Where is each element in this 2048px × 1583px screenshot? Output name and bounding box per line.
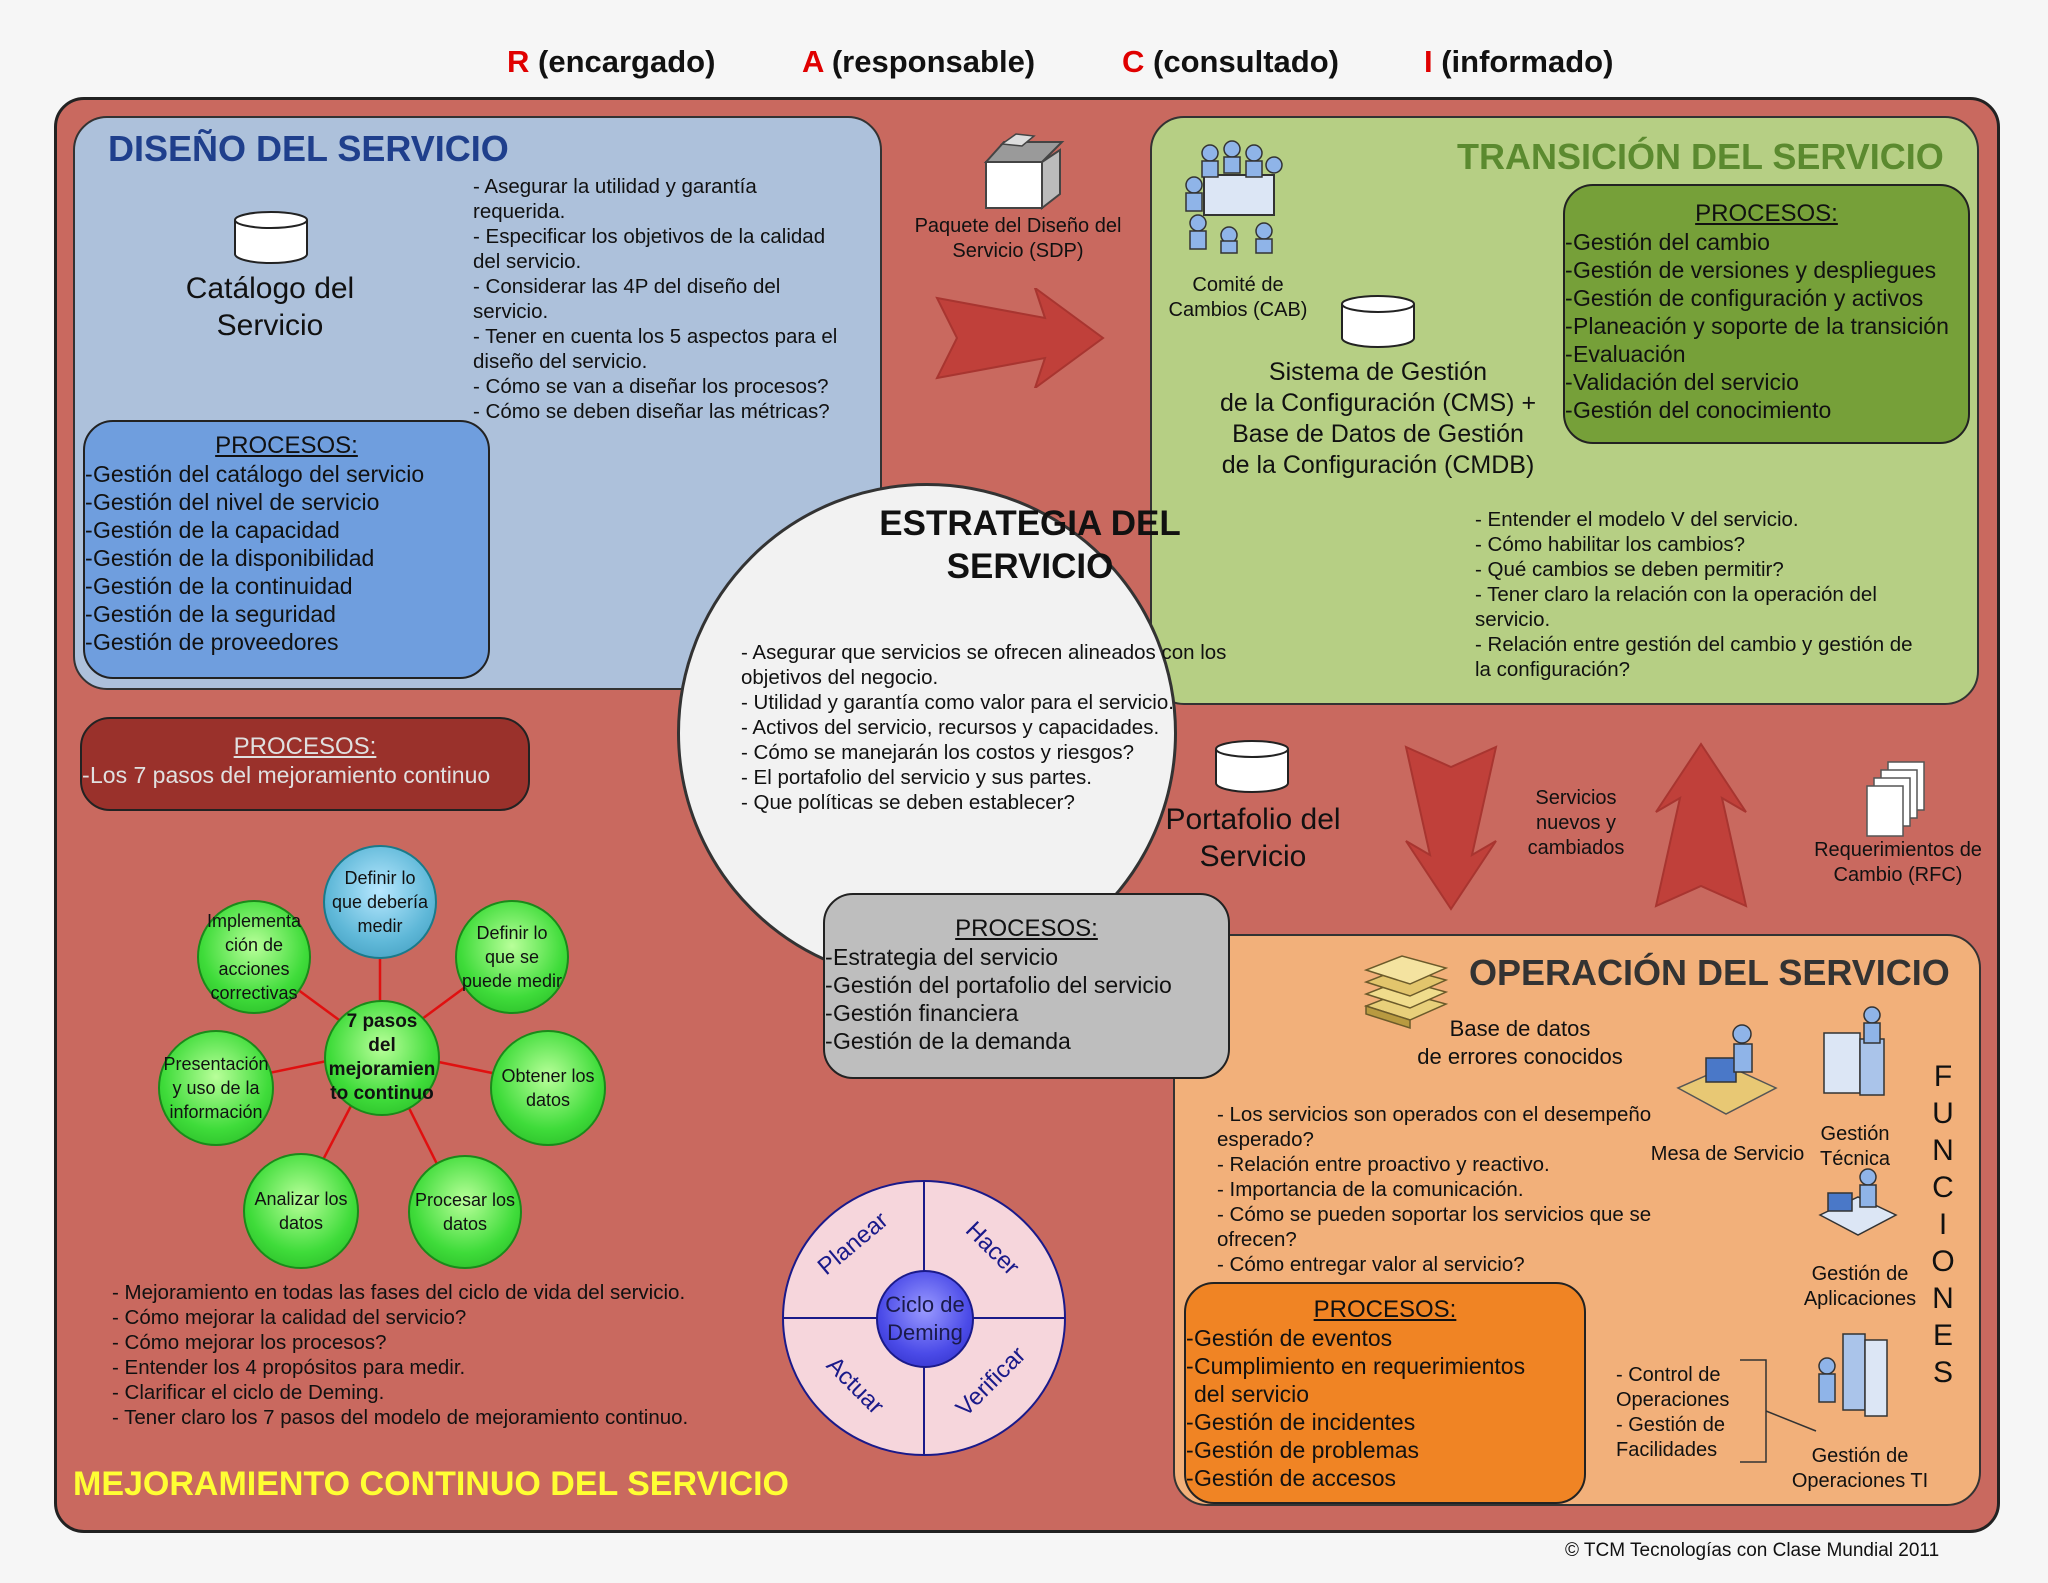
step-gather-data: Obtener los datos — [490, 1030, 606, 1146]
strategy-process-item: Gestión del portafolio del servicio — [825, 971, 1228, 999]
strategy-process-item: Estrategia del servicio — [825, 943, 1228, 971]
operation-processes-header: PROCESOS: — [1313, 1296, 1457, 1323]
service-desk-icon — [1676, 1024, 1778, 1115]
design-process-item: Gestión del catálogo del servicio — [85, 460, 488, 488]
transition-process-item: Gestión de configuración y activos — [1565, 284, 1968, 312]
improvement-title: MEJORAMIENTO CONTINUO DEL SERVICIO — [73, 1465, 789, 1503]
transition-process-item: Evaluación — [1565, 340, 1968, 368]
step-define-can-measure: Definir lo que se puede medir — [455, 900, 569, 1014]
design-process-item: Gestión del nivel de servicio — [85, 488, 488, 516]
application-management-label: Gestión de Aplicaciones — [1803, 1263, 1917, 1310]
design-process-item: Gestión de la seguridad — [85, 600, 488, 628]
transition-notes: - Entender el modelo V del servicio. - C… — [1475, 508, 1913, 681]
design-title: DISEÑO DEL SERVICIO — [108, 128, 509, 169]
design-notes: - Asegurar la utilidad y garantía requer… — [473, 175, 838, 423]
operations-management-label: Gestión de Operaciones TI — [1791, 1445, 1929, 1492]
strategy-title: ESTRATEGIA DEL SERVICIO — [879, 504, 1181, 586]
documents-icon — [1866, 761, 1925, 837]
design-process-item: Gestión de proveedores — [85, 628, 488, 656]
operation-process-item: Gestión de accesos — [1186, 1464, 1584, 1492]
service-desk-label: Mesa de Servicio — [1650, 1143, 1805, 1165]
operation-process-item: Gestión de incidentes — [1186, 1408, 1584, 1436]
operation-process-item: Gestión de eventos — [1186, 1324, 1584, 1352]
strategy-processes-box: PROCESOS: Estrategia del servicio Gestió… — [823, 893, 1230, 1079]
package-box-icon — [983, 133, 1065, 211]
step-implement-corrective-actions: Implementa ción de acciones correctivas — [197, 900, 311, 1014]
operation-notes: - Los servicios son operados con el dese… — [1217, 1103, 1652, 1276]
kedb-label: Base de datos de errores conocidos — [1417, 1016, 1623, 1069]
sdp-label: Paquete del Diseño del Servicio (SDP) — [914, 215, 1122, 262]
operation-process-item: Cumplimiento en requerimientos del servi… — [1186, 1352, 1584, 1408]
step-define-should-measure: Definir lo que debería medir — [323, 845, 437, 959]
operation-process-item: Gestión de problemas — [1186, 1436, 1584, 1464]
operations-sub-functions: - Control de Operaciones - Gestión de Fa… — [1616, 1364, 1730, 1461]
step-process-data: Procesar los datos — [408, 1155, 522, 1269]
step-analyze-data: Analizar los datos — [243, 1153, 359, 1269]
strategy-notes: - Asegurar que servicios se ofrecen alin… — [741, 641, 1227, 814]
improvement-processes-header: PROCESOS: — [233, 733, 377, 760]
design-process-item: Gestión de la capacidad — [85, 516, 488, 544]
transition-processes-box: PROCESOS: Gestión del cambio Gestión de … — [1563, 184, 1970, 444]
bracket-connector — [1740, 1359, 1817, 1463]
strategy-processes-header: PROCESOS: — [955, 915, 1098, 942]
portfolio-database-icon — [1215, 740, 1289, 793]
design-processes-header: PROCESOS: — [215, 432, 358, 459]
operation-title: OPERACIÓN DEL SERVICIO — [1469, 952, 1950, 993]
catalog-label: Catálogo del Servicio — [185, 272, 355, 342]
cab-label: Comité de Cambios (CAB) — [1168, 274, 1308, 321]
books-stack-icon — [1363, 955, 1449, 1030]
improvement-process-item: Los 7 pasos del mejoramiento continuo — [82, 761, 528, 789]
design-to-transition-arrow-icon — [935, 288, 1105, 388]
portfolio-label: Portafolio del Servicio — [1165, 803, 1341, 873]
transition-processes-header: PROCESOS: — [1695, 200, 1838, 227]
improvement-processes-box: PROCESOS: Los 7 pasos del mejoramiento c… — [80, 717, 530, 811]
cms-database-icon — [1341, 295, 1415, 348]
meeting-people-icon — [1185, 140, 1283, 254]
transition-process-item: Planeación y soporte de la transición — [1565, 312, 1968, 340]
catalog-database-icon — [234, 211, 308, 264]
technical-management-label: Gestión Técnica — [1819, 1123, 1891, 1170]
transition-process-item: Gestión de versiones y despliegues — [1565, 256, 1968, 284]
deming-cycle-center: Ciclo de Deming — [876, 1270, 974, 1368]
design-process-item: Gestión de la disponibilidad — [85, 544, 488, 572]
transition-process-item: Gestión del cambio — [1565, 228, 1968, 256]
strategy-process-item: Gestión de la demanda — [825, 1027, 1228, 1055]
seven-steps-center: 7 pasos del mejoramien to continuo — [324, 1000, 440, 1116]
services-new-changed-label: Servicios nuevos y cambiados — [1527, 787, 1625, 859]
technical-management-icon — [1823, 1006, 1885, 1096]
transition-process-item: Validación del servicio — [1565, 368, 1968, 396]
design-processes-box: PROCESOS: Gestión del catálogo del servi… — [83, 420, 490, 679]
legend-c: C (consultado) — [1122, 44, 1339, 79]
legend-r: R (encargado) — [507, 44, 716, 79]
legend-i: I (informado) — [1424, 44, 1614, 79]
cms-label: Sistema de Gestión de la Configuración (… — [1219, 358, 1537, 479]
operations-management-icon — [1818, 1333, 1888, 1417]
rfc-label: Requerimientos de Cambio (RFC) — [1814, 839, 1982, 886]
down-arrow-icon — [1404, 745, 1498, 911]
improvement-notes: - Mejoramiento en todas las fases del ci… — [112, 1281, 689, 1429]
step-present-information: Presentación y uso de la información — [158, 1030, 274, 1146]
design-process-item: Gestión de la continuidad — [85, 572, 488, 600]
transition-process-item: Gestión del conocimiento — [1565, 396, 1968, 424]
copyright-text: © TCM Tecnologías con Clase Mundial 2011 — [1565, 1540, 1940, 1561]
application-management-icon — [1818, 1168, 1898, 1236]
up-arrow-icon — [1654, 742, 1748, 908]
functions-vertical-label: F U N C I O N E S — [1931, 1060, 1955, 1389]
transition-title: TRANSICIÓN DEL SERVICIO — [1457, 136, 1944, 177]
operation-processes-box: PROCESOS: Gestión de eventos Cumplimient… — [1184, 1282, 1586, 1504]
strategy-process-item: Gestión financiera — [825, 999, 1228, 1027]
legend-a: A (responsable) — [802, 44, 1036, 79]
